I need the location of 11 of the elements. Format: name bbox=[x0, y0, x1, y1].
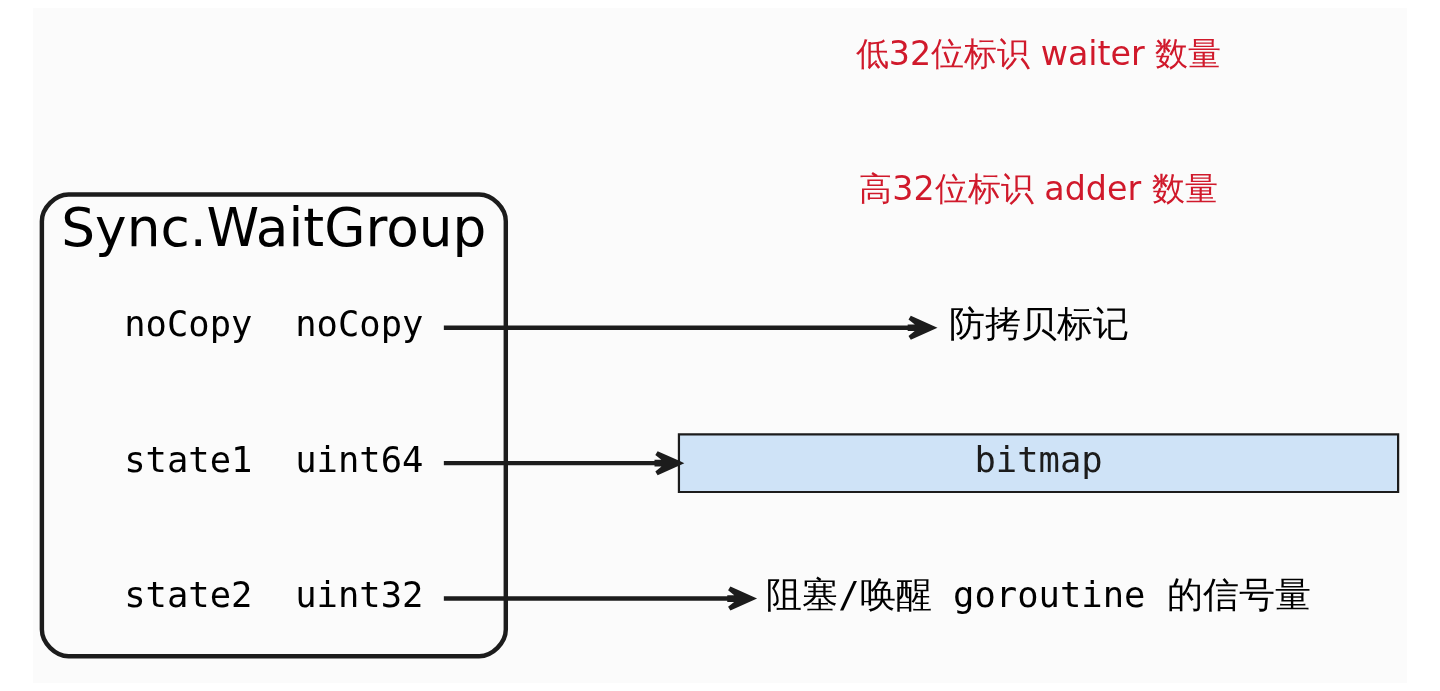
label: 低32位标识 waiter 数量 bbox=[855, 33, 1222, 73]
arrow bbox=[443, 586, 754, 611]
arrow bbox=[443, 315, 935, 340]
node-text: noCopy noCopy bbox=[124, 303, 424, 345]
node-text: 防拷贝标记 bbox=[948, 303, 1129, 345]
node-box: bitmap bbox=[677, 433, 1400, 494]
node-text: 阻塞/唤醒 goroutine 的信号量 bbox=[766, 573, 1311, 615]
arrow bbox=[443, 450, 682, 476]
label: 高32位标识 adder 数量 bbox=[859, 169, 1218, 209]
node-text: state1 uint64 bbox=[124, 438, 424, 480]
node-text: state2 uint32 bbox=[124, 573, 424, 615]
